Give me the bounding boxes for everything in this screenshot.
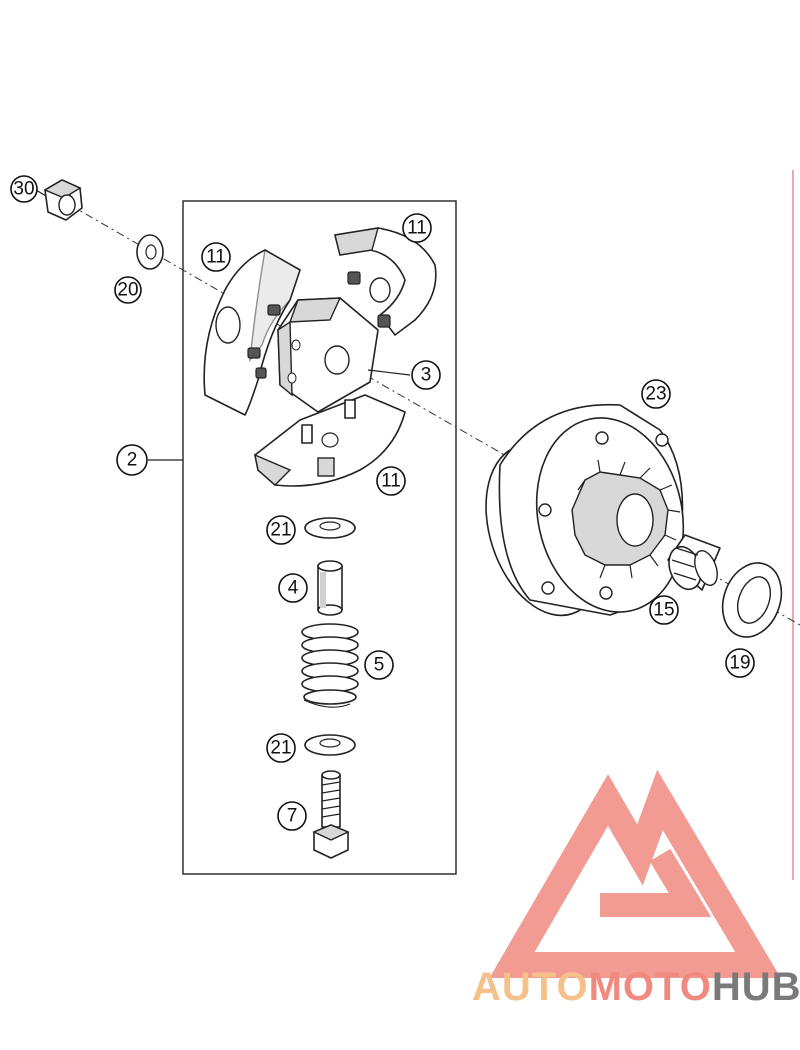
washer-part-19	[721, 562, 783, 638]
svg-text:21: 21	[270, 738, 291, 759]
clutch-hub	[277, 297, 379, 413]
svg-text:4: 4	[288, 578, 299, 599]
callout-30: 30	[10, 175, 38, 203]
watermark-text: AUTOMOTOHUB	[472, 965, 800, 1009]
callout-19: 19	[725, 648, 755, 678]
needle-bearing	[667, 534, 721, 591]
svg-text:AUTOMOTOHUB: AUTOMOTOHUB	[472, 965, 800, 1009]
callout-4: 4	[278, 573, 308, 603]
callout-11-bottom: 11	[376, 466, 406, 496]
assembly-box	[182, 200, 457, 875]
callout-11-left: 11	[201, 242, 231, 272]
svg-text:20: 20	[117, 280, 138, 301]
leader-30	[35, 189, 47, 197]
clutch-shoe-bottom	[254, 394, 406, 487]
svg-text:3: 3	[421, 365, 432, 386]
leader-3	[367, 369, 411, 376]
callout-7: 7	[277, 801, 307, 831]
clutch-drum	[485, 403, 685, 617]
spacer-sleeve	[317, 560, 343, 616]
callout-3: 3	[411, 360, 441, 390]
svg-text:23: 23	[645, 384, 666, 405]
callout-2: 2	[116, 444, 148, 476]
clutch-shoe-left	[203, 248, 301, 416]
svg-text:7: 7	[287, 806, 298, 827]
clutch-shoe-top	[334, 227, 437, 336]
washer-part-21-upper	[304, 517, 356, 539]
callout-20: 20	[114, 276, 142, 304]
pinion-gear	[571, 459, 681, 579]
callout-11-top: 11	[402, 213, 432, 243]
svg-text:21: 21	[270, 520, 291, 541]
svg-text:2: 2	[127, 450, 138, 471]
callout-23: 23	[641, 379, 671, 409]
svg-text:11: 11	[206, 247, 226, 268]
svg-text:11: 11	[407, 218, 427, 239]
svg-text:30: 30	[13, 179, 34, 200]
svg-text:11: 11	[381, 471, 401, 492]
callout-21-upper: 21	[266, 515, 296, 545]
callout-15: 15	[649, 595, 679, 625]
callout-5: 5	[364, 650, 394, 680]
svg-text:5: 5	[374, 655, 385, 676]
svg-text:15: 15	[653, 600, 674, 621]
washer-part-20	[136, 234, 164, 270]
svg-text:19: 19	[729, 653, 750, 674]
callout-21-lower: 21	[266, 733, 296, 763]
nut-part	[43, 179, 83, 221]
bolt-part	[312, 770, 350, 859]
spring-part	[301, 623, 359, 708]
washer-part-21-lower	[304, 734, 356, 756]
center-axis-line	[69, 204, 800, 626]
watermark-logo	[489, 769, 781, 978]
